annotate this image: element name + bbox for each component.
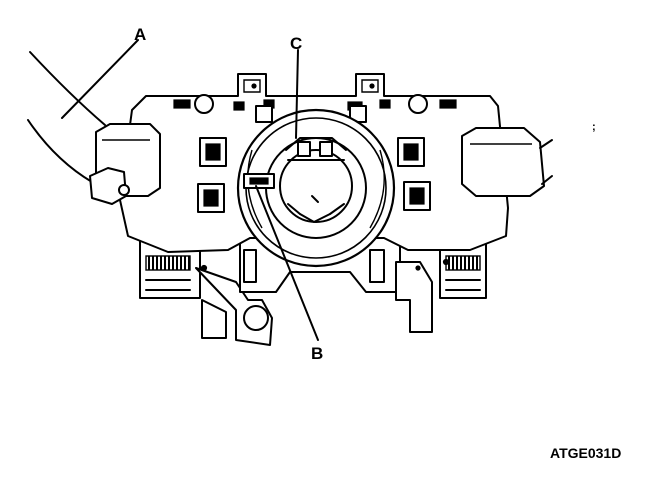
left-switch-housing [89, 123, 161, 205]
leader-b [255, 185, 319, 341]
clock-spring [236, 108, 396, 268]
leader-c [295, 49, 299, 139]
right-switch-housing [461, 127, 553, 197]
label-a: A [134, 25, 146, 44]
wire-harness-left [27, 51, 106, 183]
label-c: C [290, 34, 302, 53]
figure-code: ATGE031D [550, 445, 621, 461]
stray-mark: ; [592, 121, 596, 133]
leader-lines [61, 39, 319, 341]
leader-a [61, 39, 139, 119]
label-b: B [311, 344, 323, 363]
